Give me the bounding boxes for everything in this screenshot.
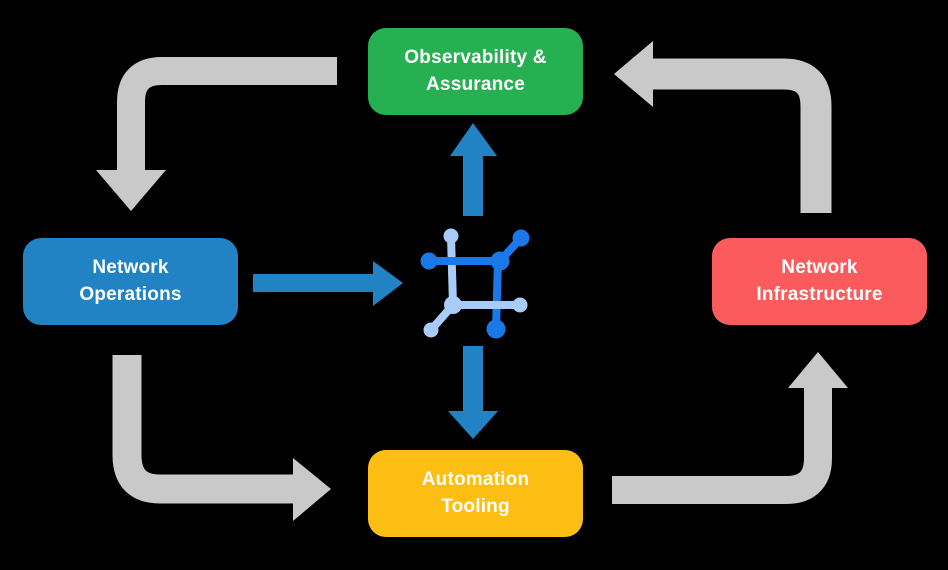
gray-arrow-top-left xyxy=(96,57,337,211)
node-observability-assurance: Observability & Assurance xyxy=(368,28,583,115)
blue-arrow-down xyxy=(448,346,498,439)
gray-arrow-bottom-left xyxy=(112,355,331,521)
node-network-infrastructure: Network Infrastructure xyxy=(712,238,927,325)
gray-arrow-top-right xyxy=(614,41,832,213)
network-mesh-icon xyxy=(420,228,530,339)
node-network-infrastructure-label: Network Infrastructure xyxy=(756,257,883,305)
blue-arrow-right xyxy=(253,261,403,306)
blue-arrow-up xyxy=(450,123,497,216)
node-automation-tooling: Automation Tooling xyxy=(368,450,583,537)
gray-arrow-bottom-right xyxy=(612,352,848,504)
node-automation-tooling-label: Automation Tooling xyxy=(421,469,530,517)
node-observability-assurance-label: Observability & Assurance xyxy=(404,47,547,95)
node-network-operations-label: Network Operations xyxy=(79,257,182,305)
node-network-operations: Network Operations xyxy=(23,238,238,325)
